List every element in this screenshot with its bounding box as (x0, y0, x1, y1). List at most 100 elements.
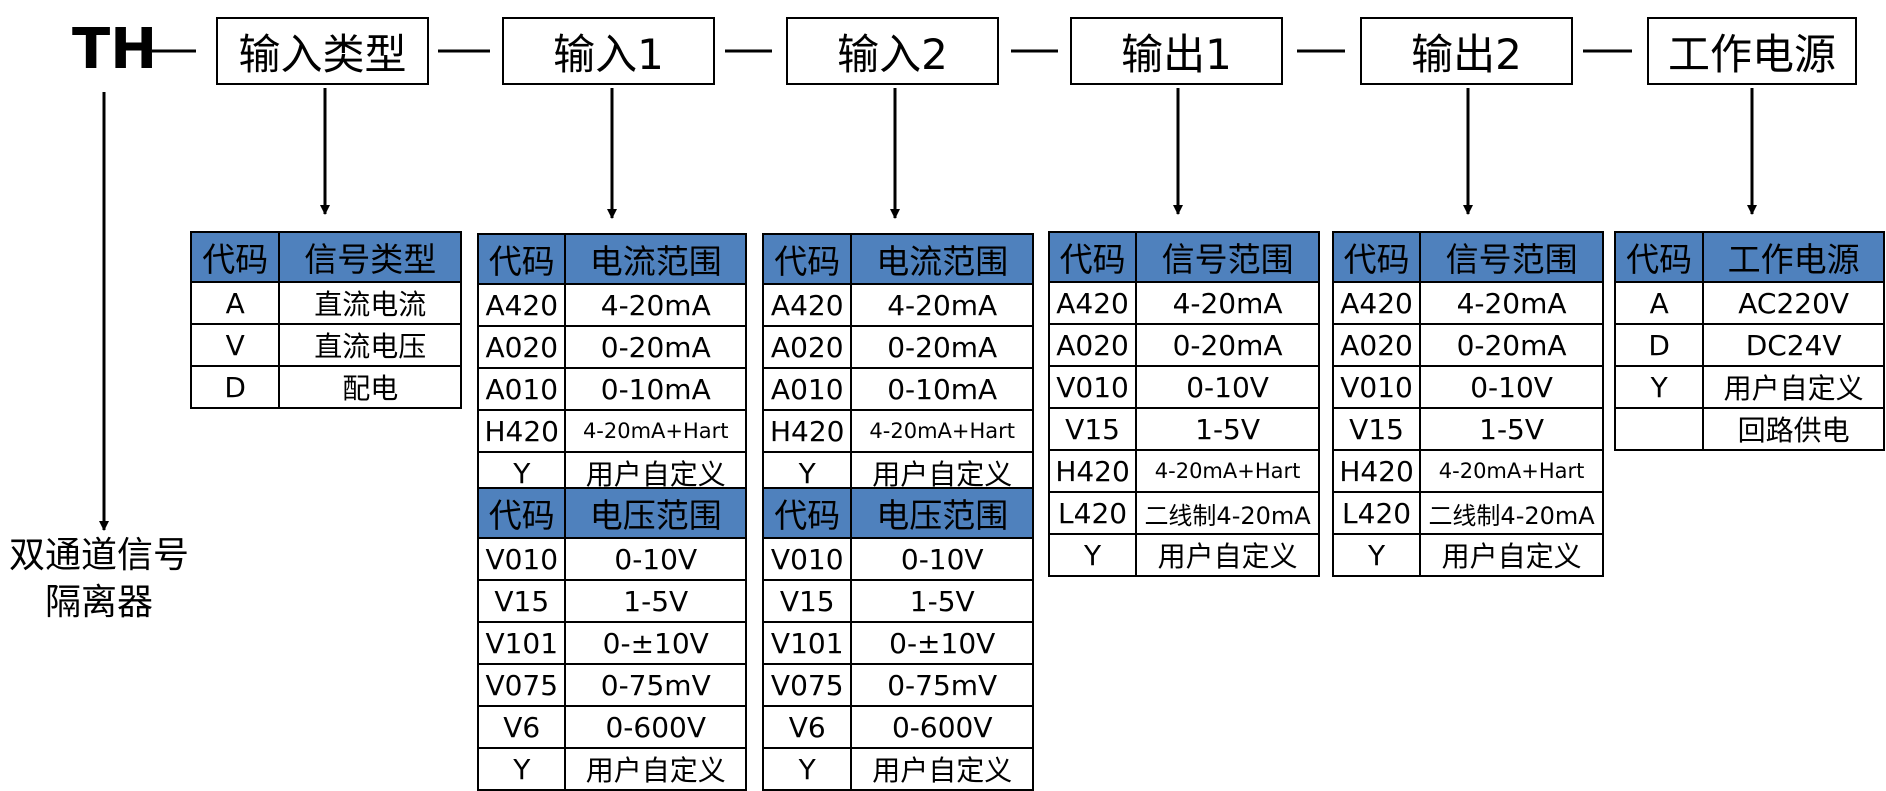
code-cell: A (189, 281, 281, 325)
column-header-range: 信号范围 (1135, 231, 1320, 283)
node-input-type: 输入类型 (216, 17, 429, 85)
code-cell: V (189, 323, 281, 367)
table-header-row: 代码电流范围 (476, 233, 747, 285)
code-cell: V010 (1331, 365, 1422, 409)
column-header-code: 代码 (761, 487, 853, 539)
value-cell: 4-20mA (1419, 281, 1604, 325)
value-cell: 0-20mA (1135, 323, 1320, 367)
code-cell: A020 (476, 325, 567, 369)
table-header-row: 代码工作电源 (1613, 231, 1885, 283)
code-cell: V6 (761, 705, 853, 749)
code-cell: V075 (761, 663, 853, 707)
value-cell: 直流电流 (278, 281, 462, 325)
value-cell: 0-10mA (850, 367, 1034, 411)
value-cell: 0-600V (850, 705, 1034, 749)
product-description-line2: 隔离器 (44, 582, 153, 623)
value-cell: 1-5V (564, 579, 747, 623)
value-cell: 0-±10V (564, 621, 747, 665)
column-header-range: 电流范围 (564, 233, 747, 285)
value-cell: AC220V (1702, 281, 1885, 325)
code-cell: A020 (1047, 323, 1138, 367)
code-cell: A420 (476, 283, 567, 327)
column-header-range: 电压范围 (850, 487, 1034, 539)
value-cell: 0-10V (1135, 365, 1320, 409)
value-cell: 0-75mV (850, 663, 1034, 707)
code-cell: V15 (1047, 407, 1138, 451)
code-cell: Y (1331, 533, 1422, 577)
value-cell: 1-5V (850, 579, 1034, 623)
value-cell: 4-20mA+Hart (850, 409, 1034, 453)
code-cell: V101 (761, 621, 853, 665)
code-cell: V6 (476, 705, 567, 749)
table-header-row: 代码电流范围 (761, 233, 1034, 285)
code-cell: V15 (761, 579, 853, 623)
column-header-code: 代码 (1331, 231, 1422, 283)
table-row: 回路供电 (1613, 407, 1885, 451)
value-cell: 二线制4-20mA (1419, 491, 1604, 535)
value-cell: DC24V (1702, 323, 1885, 367)
value-cell: 0-10V (850, 537, 1034, 581)
code-cell: Y (1613, 365, 1705, 409)
code-cell: V075 (476, 663, 567, 707)
value-cell: 1-5V (1135, 407, 1320, 451)
code-cell: A010 (476, 367, 567, 411)
value-cell: 用户自定义 (1135, 533, 1320, 577)
column-header-code: 代码 (476, 487, 567, 539)
value-cell: 0-75mV (564, 663, 747, 707)
value-cell: 4-20mA (1135, 281, 1320, 325)
code-cell: H420 (1331, 449, 1422, 493)
value-cell: 4-20mA+Hart (1419, 449, 1604, 493)
value-cell: 0-600V (564, 705, 747, 749)
table-header-row: 代码信号类型 (189, 231, 462, 283)
code-cell: A020 (1331, 323, 1422, 367)
code-cell: L420 (1047, 491, 1138, 535)
value-cell: 4-20mA+Hart (1135, 449, 1320, 493)
column-header-range: 电流范围 (850, 233, 1034, 285)
node-output2: 输出2 (1360, 17, 1573, 85)
value-cell: 二线制4-20mA (1135, 491, 1320, 535)
value-cell: 4-20mA (850, 283, 1034, 327)
column-header-code: 代码 (761, 233, 853, 285)
code-cell: A420 (1331, 281, 1422, 325)
column-header-code: 代码 (1047, 231, 1138, 283)
value-cell: 1-5V (1419, 407, 1604, 451)
code-cell: V15 (1331, 407, 1422, 451)
column-header-code: 代码 (1613, 231, 1705, 283)
value-cell: 回路供电 (1702, 407, 1885, 451)
column-header-range: 电压范围 (564, 487, 747, 539)
column-header-range: 工作电源 (1702, 231, 1885, 283)
node-input2: 输入2 (786, 17, 999, 85)
node-power: 工作电源 (1647, 17, 1857, 85)
